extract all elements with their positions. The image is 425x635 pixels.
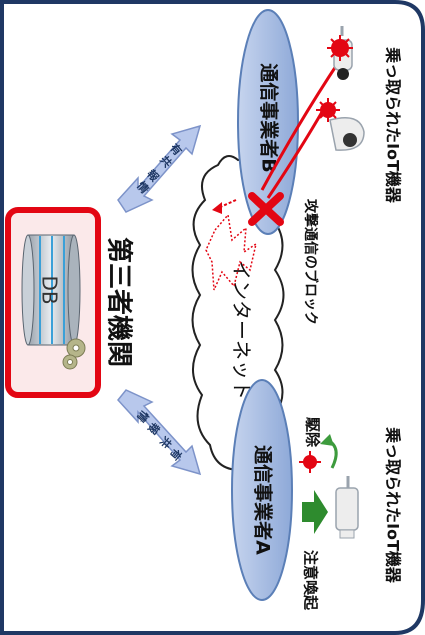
third-party-label: 第三者機関 [104, 237, 135, 367]
block-x-icon [248, 192, 284, 226]
alert-label: 注意喚起 [302, 550, 320, 611]
camera-icon [329, 117, 365, 151]
internet-label: インターネット [230, 260, 254, 400]
info-share-arrow-upper [117, 124, 202, 213]
device-b-label: 乗っ取られたIoT機器 [384, 47, 403, 204]
camera-icon [335, 476, 359, 539]
gear-icon [62, 338, 86, 370]
carrier-b-label: 通信事業者B [258, 63, 281, 172]
removal-label: 駆除 [304, 417, 322, 448]
carrier-a-label: 通信事業者A [252, 445, 275, 555]
attack-lines [260, 59, 342, 199]
virus-icon [316, 98, 340, 122]
attack-arrow-into-cloud [212, 199, 237, 214]
virus-icon [327, 35, 353, 61]
info-share-arrow-lower [117, 389, 202, 476]
device-a-label: 乗っ取られたIoT機器 [384, 427, 403, 584]
alert-arrow [302, 490, 328, 534]
db-label: DB [38, 275, 62, 304]
recycle-arrow-icon [320, 434, 338, 469]
third-party-db-box: DB [5, 207, 101, 398]
carrier-a-ellipse [231, 379, 293, 601]
block-label: 攻撃通信のブロック [302, 199, 319, 325]
database-icon: DB [21, 234, 81, 346]
virus-icon [299, 451, 321, 473]
attack-traffic-path [205, 213, 258, 291]
carrier-b-ellipse [237, 9, 299, 235]
